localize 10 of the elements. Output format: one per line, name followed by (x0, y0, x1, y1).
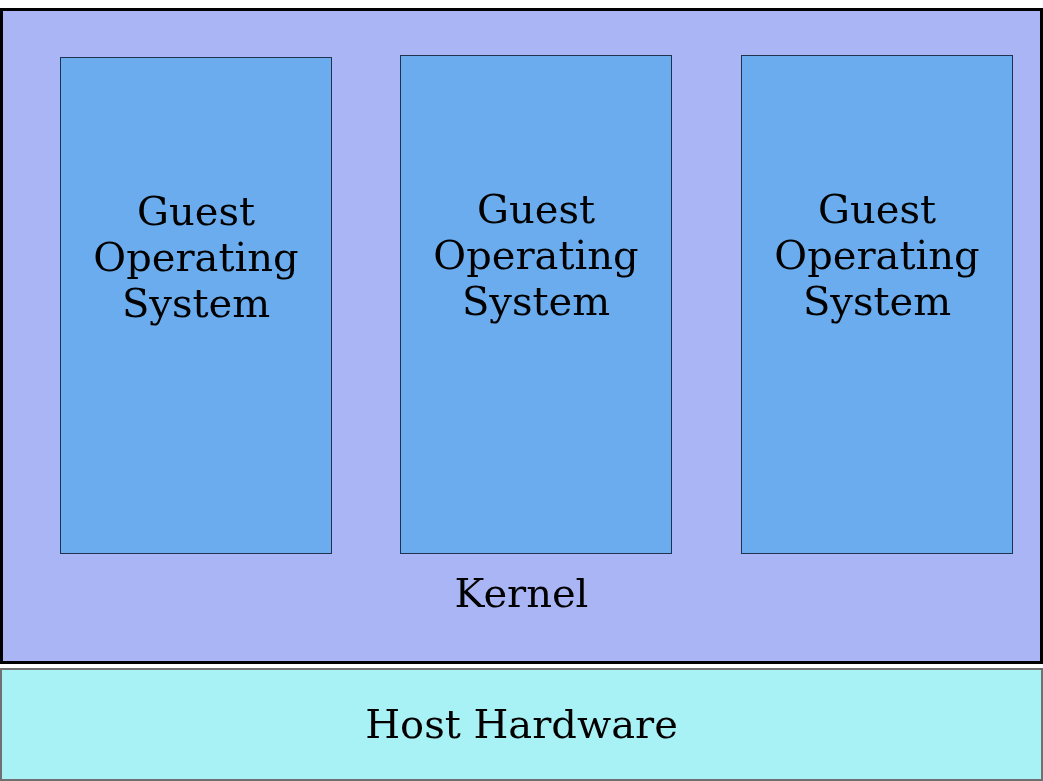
layer-label: Kernel (453, 569, 590, 617)
hardware-layer (0, 668, 1043, 781)
box-label: Guest Operating System (432, 186, 640, 324)
box-label: Guest Operating System (773, 186, 981, 324)
kernel-layer (0, 8, 1043, 664)
guest-os-box (741, 55, 1013, 554)
box-label: Guest Operating System (92, 188, 300, 326)
guest-os-box (60, 57, 332, 554)
layer-label: Host Hardware (364, 700, 679, 748)
guest-os-box (400, 55, 672, 554)
